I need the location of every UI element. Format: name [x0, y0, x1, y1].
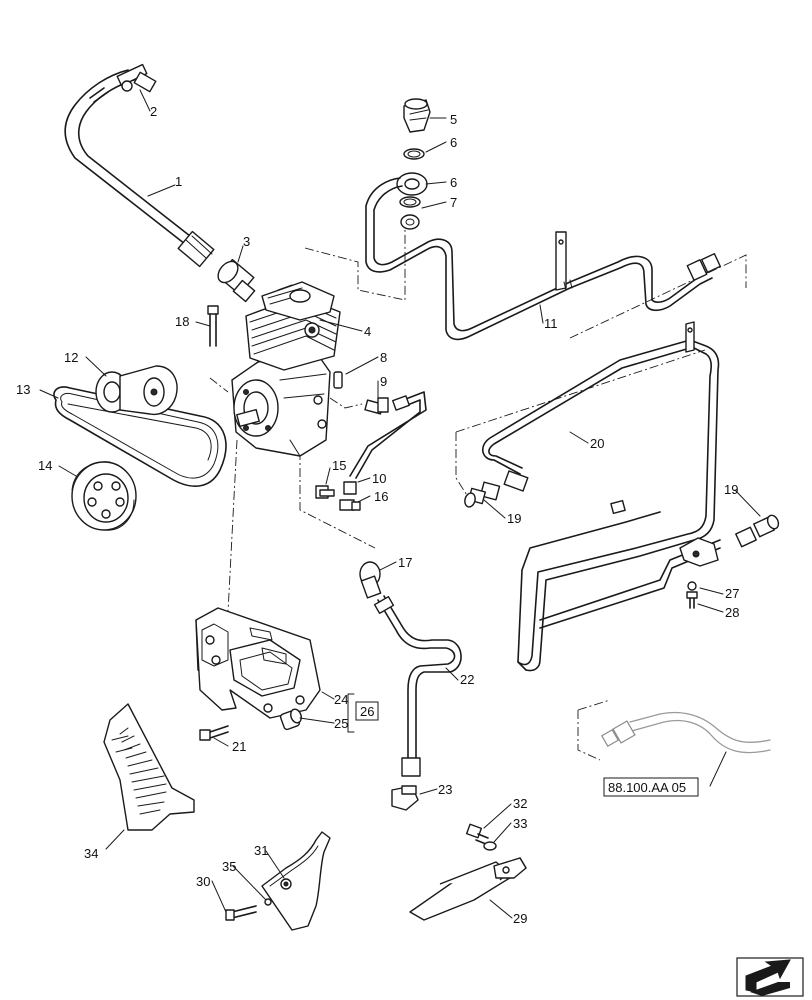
callout-29: 29 [513, 911, 527, 926]
callout-8: 8 [380, 350, 387, 365]
arrow-nav-icon[interactable] [736, 957, 804, 997]
leader-lines [39, 89, 761, 919]
callout-10: 10 [372, 471, 386, 486]
callout-3: 3 [243, 234, 250, 249]
air-compressor-4 [231, 281, 341, 457]
callout-27: 27 [725, 586, 739, 601]
callout-13: 13 [16, 382, 30, 397]
callout-19-right: 19 [724, 482, 738, 497]
callout-4: 4 [364, 324, 371, 339]
callout-31: 31 [254, 843, 268, 858]
plate-29 [409, 823, 527, 921]
belt-drive-12-13-14 [53, 365, 227, 531]
callout-9: 9 [380, 374, 387, 389]
tube-10 [349, 391, 427, 479]
callout-17: 17 [398, 555, 412, 570]
callout-21: 21 [232, 739, 246, 754]
callout-34: 34 [84, 846, 98, 861]
callout-2: 2 [150, 104, 157, 119]
callout-15: 15 [332, 458, 346, 473]
callout-18: 18 [175, 314, 189, 329]
tube-22 [359, 561, 462, 811]
mounting-bracket-24 [195, 607, 321, 719]
fittings-15-16 [315, 481, 361, 511]
group-reference-box[interactable] [355, 701, 379, 721]
section-reference[interactable]: 88.100.AA 05 [603, 777, 699, 797]
callout-25: 25 [334, 716, 348, 731]
callout-32: 32 [513, 796, 527, 811]
callout-6-lower: 6 [450, 175, 457, 190]
callout-35: 35 [222, 859, 236, 874]
callout-6-upper: 6 [450, 135, 457, 150]
bolt-18 [207, 305, 219, 347]
callout-14: 14 [38, 458, 52, 473]
callout-28: 28 [725, 605, 739, 620]
shield-34 [103, 703, 195, 831]
callout-33: 33 [513, 816, 527, 831]
pipe-bracket [539, 537, 721, 629]
callout-11: 11 [544, 316, 558, 331]
reference-pipe [600, 711, 771, 754]
group-reference-label: 26 [360, 704, 374, 719]
callout-5: 5 [450, 112, 457, 127]
fitting-19-left [464, 481, 501, 508]
section-reference-label: 88.100.AA 05 [608, 780, 686, 795]
elbow-fitting-9 [364, 397, 389, 415]
spacer-25 [279, 708, 302, 731]
adapter-fitting-3 [217, 258, 256, 303]
pipe-assembly-1 [64, 63, 215, 268]
callout-24: 24 [334, 692, 348, 707]
banjo-stack-5-6-7 [396, 98, 431, 230]
fitting-19-right [735, 514, 780, 548]
group-reference[interactable]: 26 [355, 701, 379, 721]
pipe-20 [482, 321, 720, 672]
callout-1: 1 [175, 174, 182, 189]
callout-30: 30 [196, 874, 210, 889]
callout-20: 20 [590, 436, 604, 451]
pipe-11 [365, 177, 722, 341]
strap-31 [225, 831, 331, 931]
section-reference-box[interactable] [603, 777, 699, 797]
bolt-21 [199, 725, 229, 741]
callout-16: 16 [374, 489, 388, 504]
callout-12: 12 [64, 350, 78, 365]
callout-labels: 1 2 3 4 5 6 6 7 8 9 10 11 12 13 14 15 16… [16, 104, 739, 926]
callout-23: 23 [438, 782, 452, 797]
callout-22: 22 [460, 672, 474, 687]
bolt-8 [333, 371, 343, 389]
callout-19-left: 19 [507, 511, 521, 526]
callout-7: 7 [450, 195, 457, 210]
